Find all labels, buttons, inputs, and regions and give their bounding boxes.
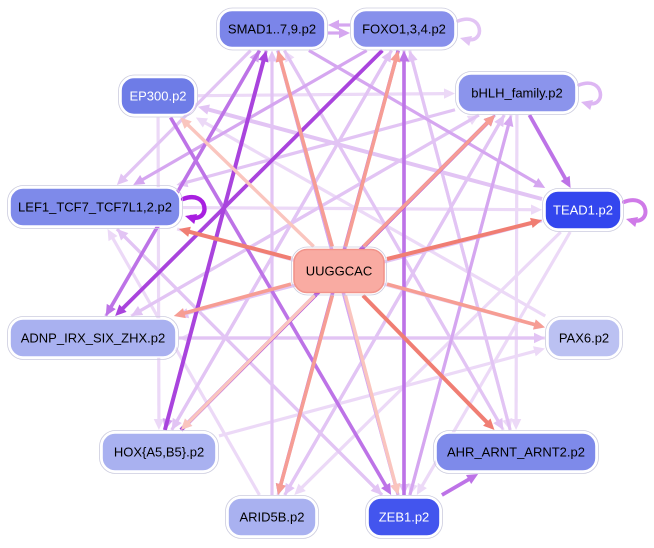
edge-adnp-pax6 xyxy=(179,332,545,344)
edge-smad-lef1 xyxy=(116,49,252,185)
edge-lef1-tead1 xyxy=(182,204,542,215)
edge-uug-lef1 xyxy=(178,226,292,261)
self-loop-tead1 xyxy=(622,198,648,227)
node-ahr[interactable]: AHR_ARNT_ARNT2.p2 xyxy=(433,430,599,474)
edge-uug-bhlh xyxy=(362,115,495,248)
edge-uug-adnp xyxy=(173,282,292,319)
self-loop-lef1 xyxy=(180,195,207,224)
node-outline xyxy=(7,185,183,229)
edge-foxo-adnp xyxy=(115,49,384,316)
edge-smad-adnp xyxy=(105,49,262,316)
node-pax6[interactable]: PAX6.p2 xyxy=(545,316,623,360)
node-arid5b[interactable]: ARID5B.p2 xyxy=(225,495,319,539)
edge-bhlh-ahr xyxy=(510,114,522,430)
edge-ep300-zeb1 xyxy=(169,116,392,495)
edge-uug-smad xyxy=(275,50,334,247)
edge-uug-hox xyxy=(180,294,316,430)
self-loop-foxo xyxy=(456,17,482,46)
edge-uug-arid5b xyxy=(275,295,335,495)
edge-layer xyxy=(104,17,648,497)
node-tead1[interactable]: TEAD1.p2 xyxy=(542,188,624,232)
edge-uug-zeb1 xyxy=(343,295,401,495)
node-outline xyxy=(225,495,319,539)
node-outline xyxy=(216,7,328,51)
node-box xyxy=(9,318,177,358)
node-hox[interactable]: HOX{A5,B5}.p2 xyxy=(99,430,219,474)
node-box xyxy=(352,9,456,49)
edge-smad-foxo xyxy=(328,27,350,39)
edge-zeb1-ahr xyxy=(440,474,479,497)
node-box xyxy=(227,497,317,537)
edge-bhlh-tead1 xyxy=(527,114,571,188)
node-box xyxy=(9,187,181,227)
node-smad[interactable]: SMAD1..7,9.p2 xyxy=(216,7,328,51)
edge-uug-foxo xyxy=(343,50,401,247)
edge-arid5b-lef1 xyxy=(107,229,261,496)
node-box xyxy=(293,248,385,294)
node-adnp[interactable]: ADNP_IRX_SIX_ZHX.p2 xyxy=(7,316,179,360)
edge-smad-tead1 xyxy=(308,49,546,188)
node-outline xyxy=(291,246,387,296)
edge-zeb1-bhlh xyxy=(408,115,514,496)
edge-uug-ep300 xyxy=(180,117,315,248)
node-zeb1[interactable]: ZEB1.p2 xyxy=(365,495,443,539)
node-box xyxy=(544,190,622,230)
edge-foxo-smad xyxy=(328,19,350,31)
node-uug[interactable]: UUGGCAC xyxy=(291,246,387,296)
edge-bhlh-arid5b xyxy=(284,114,506,495)
node-bhlh[interactable]: bHLH_family.p2 xyxy=(455,71,579,115)
node-outline xyxy=(365,495,443,539)
node-box xyxy=(367,497,441,537)
node-outline xyxy=(455,71,579,115)
edge-tead1-ep300 xyxy=(198,104,543,201)
edge-zeb1-foxo xyxy=(398,50,410,495)
edge-uug-pax6 xyxy=(386,282,545,330)
node-box xyxy=(547,318,621,358)
node-outline xyxy=(118,74,198,118)
node-outline xyxy=(350,7,458,51)
node-lef1[interactable]: LEF1_TCF7_TCF7L1,2.p2 xyxy=(7,185,183,229)
node-outline xyxy=(433,430,599,474)
node-outline xyxy=(542,188,624,232)
node-box xyxy=(218,9,326,49)
node-outline xyxy=(7,316,179,360)
node-foxo[interactable]: FOXO1,3,4.p2 xyxy=(350,7,458,51)
node-box xyxy=(457,73,577,113)
self-loop-bhlh xyxy=(577,81,603,110)
node-box xyxy=(101,432,217,472)
edge-pax6-ep300 xyxy=(195,117,547,318)
node-box xyxy=(120,76,196,116)
edge-tead1-arid5b xyxy=(294,230,562,495)
node-outline xyxy=(545,316,623,360)
edge-uug-tead1 xyxy=(386,217,542,261)
edge-foxo-lef1 xyxy=(133,49,368,185)
edge-foxo-hox xyxy=(171,49,393,430)
edge-arid5b-smad xyxy=(266,50,278,495)
node-ep300[interactable]: EP300.p2 xyxy=(118,74,198,118)
edge-bhlh-adnp xyxy=(131,113,480,316)
node-box xyxy=(435,432,597,472)
edge-uug-ahr xyxy=(361,294,495,430)
edge-hox-smad xyxy=(162,50,269,431)
node-outline xyxy=(99,430,219,474)
